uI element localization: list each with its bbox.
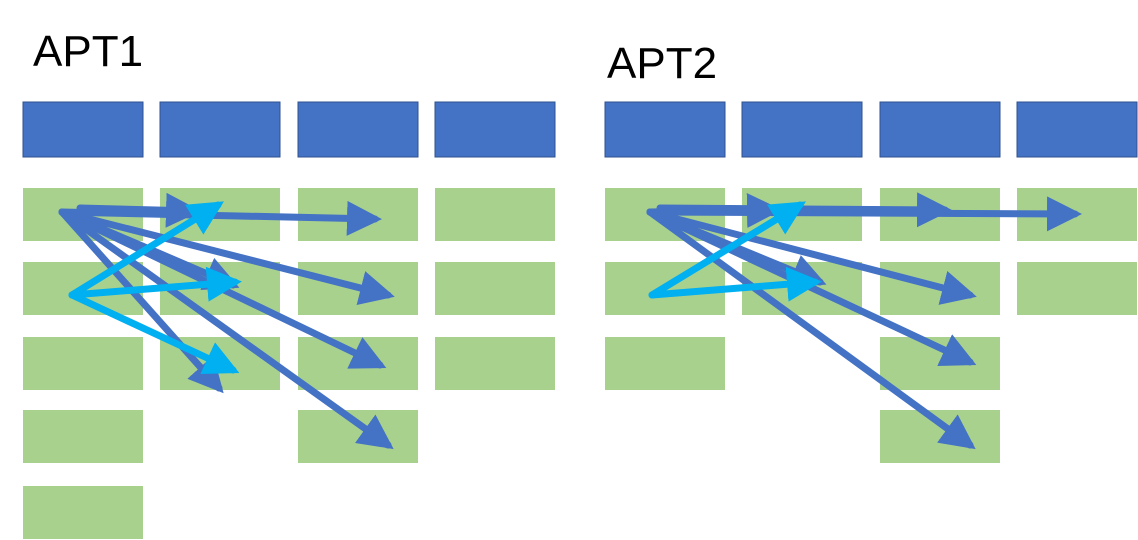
panel-1-cell-c1-r3	[23, 337, 143, 390]
panel-1-cell-c4-r3	[435, 337, 555, 390]
panel-title-apt2: APT2	[607, 39, 718, 88]
panel-2-header-3	[879, 101, 1001, 158]
panel-1-cell-c4-r1	[435, 188, 555, 241]
arrow-dark-6	[76, 192, 201, 228]
panel-2-header-1	[604, 101, 726, 158]
panel-2-cell-c1-r3	[605, 337, 725, 390]
panel-title-apt1: APT1	[33, 27, 144, 76]
arrow-light-18	[648, 201, 806, 299]
panel-1-cell-c3-r3	[298, 337, 418, 390]
arrow-dark-12	[646, 208, 977, 305]
panel-1-header-3	[297, 101, 419, 158]
panel-1-cell-c4-r2	[435, 262, 555, 315]
arrow-dark-4	[58, 208, 394, 450]
arrow-dark-5	[58, 208, 224, 394]
arrow-light-8	[68, 201, 224, 299]
panel-1-cell-c1-r5	[23, 486, 143, 539]
arrow-light-9	[68, 266, 242, 302]
panel-1-header-1	[22, 101, 144, 158]
panel-2-header-4	[1016, 101, 1138, 158]
panel-2-header-2	[741, 101, 863, 158]
arrow-light-19	[648, 266, 822, 302]
arrow-dark-17	[656, 192, 952, 228]
panel-2-cell-c4-r2	[1017, 262, 1137, 315]
panel-1-header-2	[159, 101, 281, 158]
panel-1-cell-c1-r4	[23, 410, 143, 463]
panel-2-cell-c3-r4	[880, 410, 1000, 463]
arrow-light-10	[68, 291, 240, 375]
panel-1-header-4	[434, 101, 556, 158]
arrow-dark-2	[58, 208, 395, 306]
arrow-dark-14	[646, 208, 976, 450]
panel-1-cell-c3-r4	[298, 410, 418, 463]
